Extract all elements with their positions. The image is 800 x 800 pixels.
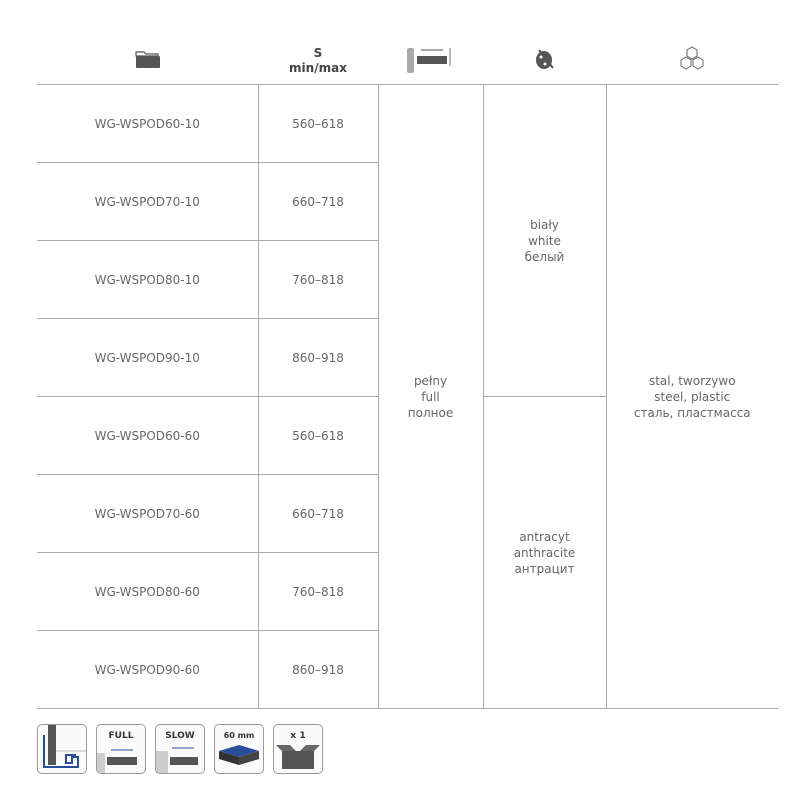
s-label: S: [313, 46, 323, 60]
anthracite-pl: antracyt: [519, 529, 570, 544]
code-cell: WG-WSPOD90-60: [37, 630, 258, 709]
code-cell: WG-WSPOD70-60: [37, 474, 258, 553]
qty-label: x 1: [290, 731, 306, 741]
slow-close-icon: [156, 747, 198, 773]
material-ru: сталь, пластмасса: [633, 405, 751, 420]
drawer-extension-icon: [406, 48, 450, 73]
ext-en: full: [421, 389, 440, 404]
s-cell: 760–818: [257, 240, 378, 319]
s-cell: 860–918: [257, 318, 378, 397]
material-pl: stal, tworzywo: [648, 373, 736, 388]
white-en: white: [528, 233, 561, 248]
profile-icon: [43, 725, 86, 768]
drawer-box-icon: [219, 745, 259, 765]
full-extension-icon: [97, 749, 137, 773]
quantity-badge: x 1: [273, 724, 323, 774]
s-cell: 760–818: [257, 552, 378, 631]
white-ru: белый: [524, 249, 565, 264]
anthracite-ru: антрацит: [514, 561, 575, 576]
code-cell: WG-WSPOD80-60: [37, 552, 258, 631]
soft-close-profile-badge: [37, 724, 87, 774]
extension-header: [378, 38, 483, 85]
cubes-icon: [680, 46, 704, 70]
code-cell: WG-WSPOD90-10: [37, 318, 258, 397]
material-header: [606, 38, 778, 85]
color-header: [483, 38, 606, 85]
depth-badge: 60 mm: [214, 724, 264, 774]
s-cell: 560–618: [257, 396, 378, 475]
code-cell: WG-WSPOD60-10: [37, 84, 258, 163]
code-header: [37, 38, 258, 85]
white-pl: biały: [530, 217, 559, 232]
full-extension-badge: FULL: [96, 724, 146, 774]
feature-badges: FULL SLOW 60 mm x 1: [37, 724, 323, 774]
depth-label: 60 mm: [223, 731, 255, 740]
s-cell: 560–618: [257, 84, 378, 163]
ext-ru: полное: [407, 405, 454, 420]
code-cell: WG-WSPOD80-10: [37, 240, 258, 319]
code-cell: WG-WSPOD70-10: [37, 162, 258, 241]
ext-pl: pełny: [413, 373, 448, 388]
slow-close-badge: SLOW: [155, 724, 205, 774]
s-cell: 860–918: [257, 630, 378, 709]
slow-label: SLOW: [165, 731, 195, 741]
folder-icon: [134, 51, 160, 68]
full-label: FULL: [108, 731, 134, 741]
palette-icon: [535, 49, 554, 69]
code-cell: WG-WSPOD60-60: [37, 396, 258, 475]
box-icon: [276, 745, 320, 769]
s-cell: 660–718: [257, 474, 378, 553]
minmax-label: min/max: [289, 61, 347, 75]
s-cell: 660–718: [257, 162, 378, 241]
anthracite-en: anthracite: [513, 545, 576, 560]
material-en: steel, plastic: [654, 389, 731, 404]
